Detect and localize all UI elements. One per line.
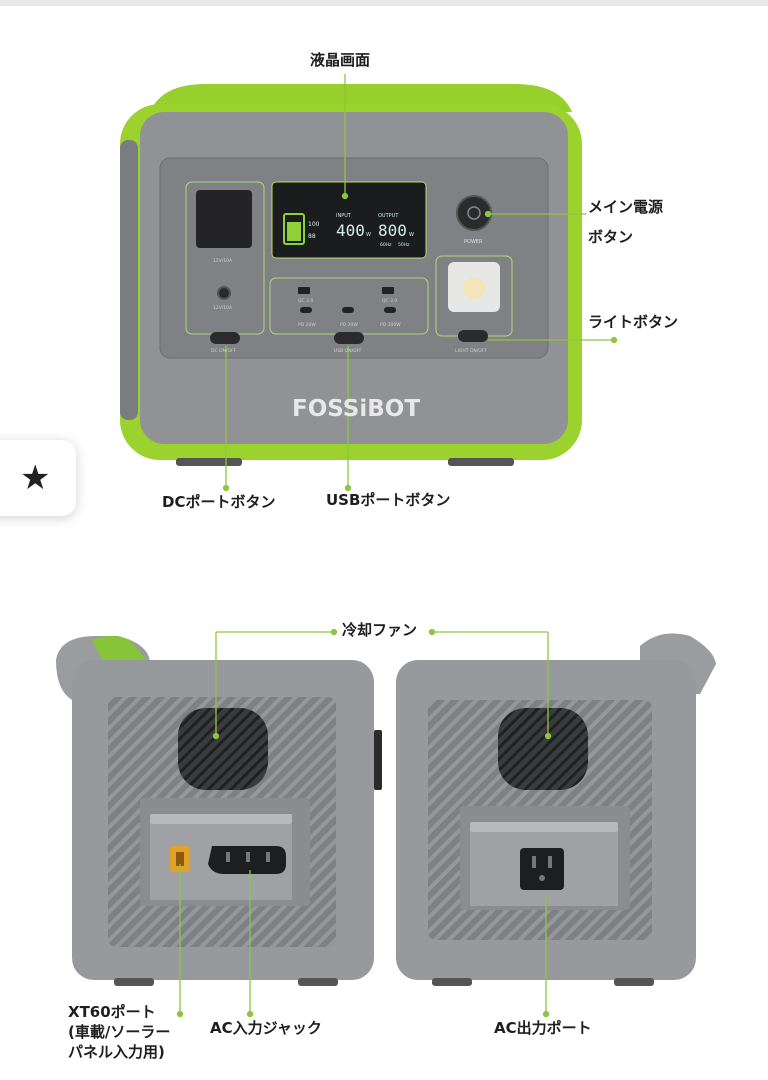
usb-c-left	[300, 307, 312, 313]
label-cooling-fan: 冷却ファン	[342, 621, 418, 639]
power-button	[456, 195, 492, 231]
usb-c-right	[384, 307, 396, 313]
lcd-output-unit: W	[409, 232, 414, 238]
label-dc-button: DCポートボタン	[162, 493, 276, 511]
front-unit	[120, 84, 582, 466]
usb-qc-left-label: QC 3.0	[298, 298, 313, 304]
label-ac-input: AC入力ジャック	[210, 1019, 322, 1037]
lcd-input-unit: W	[366, 232, 371, 238]
dc-socket	[196, 190, 252, 248]
label-lcd: 液晶画面	[310, 51, 371, 69]
dc-switch	[210, 332, 240, 344]
usbc-left-label: PD 20W	[298, 322, 316, 328]
back-right-fan	[498, 708, 588, 790]
usbc-right-label: PD 100W	[380, 322, 401, 328]
lcd-battery-pct: 100	[308, 221, 320, 228]
leader-lines	[176, 74, 618, 1018]
star-icon: ★	[20, 458, 51, 498]
lcd-screen	[271, 181, 427, 259]
label-ac-output: AC出力ポート	[494, 1019, 592, 1037]
usb-a-left	[298, 287, 310, 294]
light-switch	[458, 330, 488, 342]
usb-c-mid	[342, 307, 354, 313]
light-switch-label: LIGHT ON/OFF	[455, 348, 487, 354]
brand-logo: FOSSiBOT	[292, 396, 420, 422]
lcd-output-value: 800	[378, 221, 407, 240]
back-left-fan	[178, 708, 268, 790]
label-xt60: XT60ポート (車載/ソーラー パネル入力用)	[68, 1003, 171, 1061]
back-right-unit	[396, 633, 716, 986]
favorite-button[interactable]: ★	[0, 440, 76, 516]
usb-qc-right-label: QC 3.0	[382, 298, 397, 304]
usb-switch	[334, 332, 364, 344]
lcd-battery-small: 88	[308, 233, 316, 240]
lcd-output-label: OUTPUT	[378, 213, 399, 219]
dc-rating-top: 12V/10A	[213, 258, 233, 264]
ac-outlet	[520, 848, 564, 890]
back-left-unit	[56, 636, 382, 986]
dc-rating-bottom: 12V/10A	[213, 305, 233, 311]
lcd-battery	[283, 213, 305, 245]
lcd-input-label: INPUT	[336, 213, 352, 219]
power-text: POWER	[464, 239, 483, 245]
label-light-button: ライトボタン	[588, 313, 679, 331]
label-main-power: メイン電源 ボタン	[588, 198, 664, 246]
lcd-freq-a: 60Hz	[380, 242, 392, 248]
label-usb-button: USBポートボタン	[326, 491, 451, 509]
lcd-input-value: 400	[336, 221, 365, 240]
usbc-mid-label: PD 20W	[340, 322, 358, 328]
usb-a-right	[382, 287, 394, 294]
dc-switch-label: DC ON/OFF	[211, 348, 237, 354]
dc-jack	[217, 286, 231, 300]
lcd-freq-b: 50Hz	[398, 242, 410, 248]
usb-switch-label: USB ON/OFF	[334, 348, 362, 354]
top-edge	[0, 0, 768, 6]
